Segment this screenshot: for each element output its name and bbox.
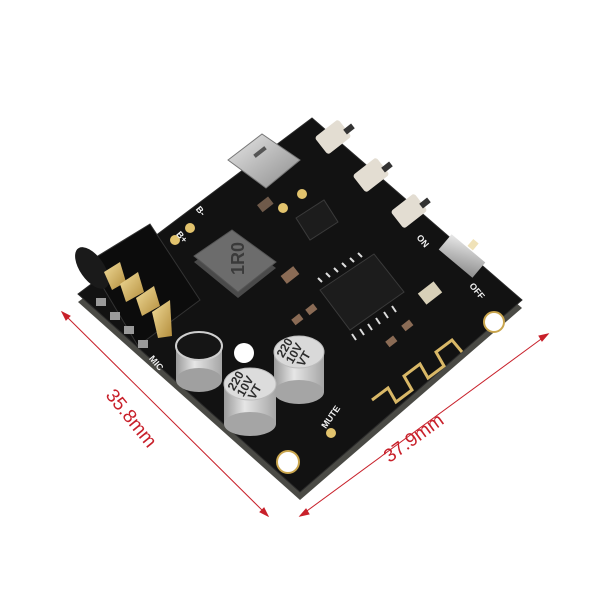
mute-pad [326, 428, 336, 438]
capacitor-2 [223, 367, 277, 436]
button-1 [315, 120, 355, 154]
audio-jack [75, 223, 201, 348]
micro-usb-port [227, 133, 301, 189]
microphone [175, 331, 223, 392]
pcb-antenna [371, 337, 464, 405]
main-ic-chip [317, 252, 405, 341]
dimension-lines [60, 310, 550, 518]
regulator-chip [295, 199, 339, 241]
capacitor-1 [273, 335, 325, 404]
mounting-holes [234, 311, 505, 474]
test-pad-2 [278, 203, 288, 213]
power-slide-switch [438, 234, 486, 278]
battery-plus-pad [185, 223, 195, 233]
tactile-buttons [315, 120, 431, 228]
smd-components [257, 196, 414, 348]
button-2 [353, 158, 393, 192]
inductor-marking: 1R0 [228, 241, 249, 276]
crystal-oscillator [417, 281, 443, 305]
power-inductor [193, 229, 277, 298]
button-3 [391, 194, 431, 228]
test-pad-1 [297, 189, 307, 199]
battery-minus-pad [170, 235, 180, 245]
